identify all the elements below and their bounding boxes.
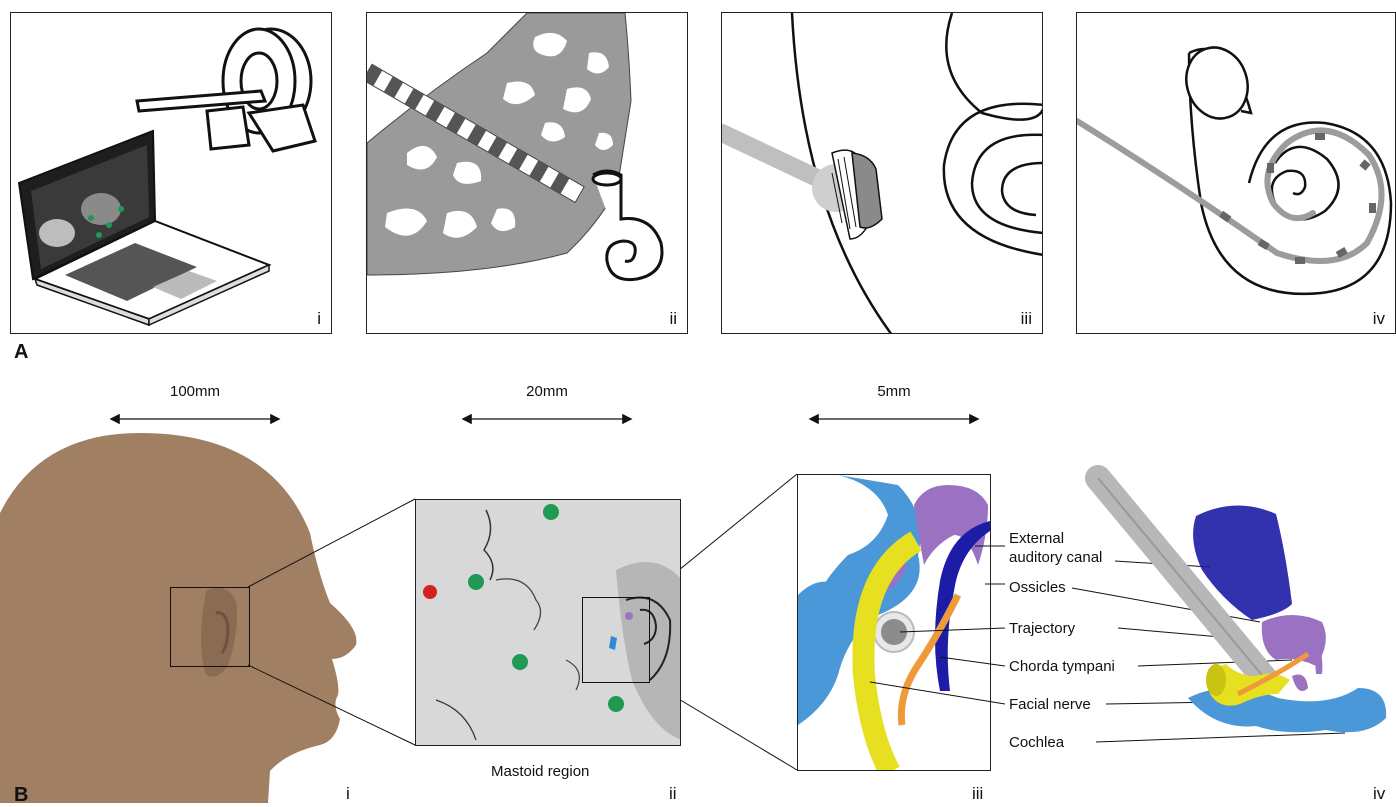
sub-label-b-iv: iv [1373, 784, 1385, 804]
panel-b-ii [415, 499, 681, 746]
sub-label-a-ii: ii [669, 309, 677, 329]
label-ossicles: Ossicles [1009, 578, 1066, 597]
sub-label-a-i: i [317, 309, 321, 329]
panel-a-iii: iii [721, 12, 1043, 334]
anatomy-3d-render [1076, 460, 1396, 790]
drill-mastoid-illustration [367, 13, 688, 334]
electrode-cochlea-illustration [1077, 13, 1396, 334]
panel-a-iv: iv [1076, 12, 1396, 334]
scale-bar-20mm: 20mm [487, 383, 607, 400]
label-trajectory: Trajectory [1009, 619, 1075, 638]
ear-region-zoom-box [582, 597, 650, 683]
panel-a-ii: ii [366, 12, 688, 334]
scale-bar-100mm: 100mm [135, 383, 255, 400]
scale-bar-5mm: 5mm [834, 383, 954, 400]
label-external-auditory-canal-line1: External [1009, 530, 1064, 547]
mastoid-caption: Mastoid region [491, 763, 589, 780]
inner-ear-structures-render [798, 475, 991, 771]
sub-label-a-iv: iv [1373, 309, 1385, 329]
sub-label-a-iii: iii [1021, 309, 1032, 329]
panel-label-a: A [14, 341, 28, 364]
sub-label-b-iii: iii [972, 784, 983, 804]
panel-label-b: B [14, 784, 28, 807]
sub-label-b-ii: ii [669, 784, 677, 804]
sub-label-b-i: i [346, 784, 350, 804]
label-cochlea: Cochlea [1009, 733, 1064, 752]
panel-b-iii [797, 474, 991, 771]
drill-cochlea-illustration [722, 13, 1043, 334]
ear-zoom-box [170, 587, 250, 667]
panel-a-i: i [10, 12, 332, 334]
scanner-laptop-illustration [11, 13, 332, 334]
